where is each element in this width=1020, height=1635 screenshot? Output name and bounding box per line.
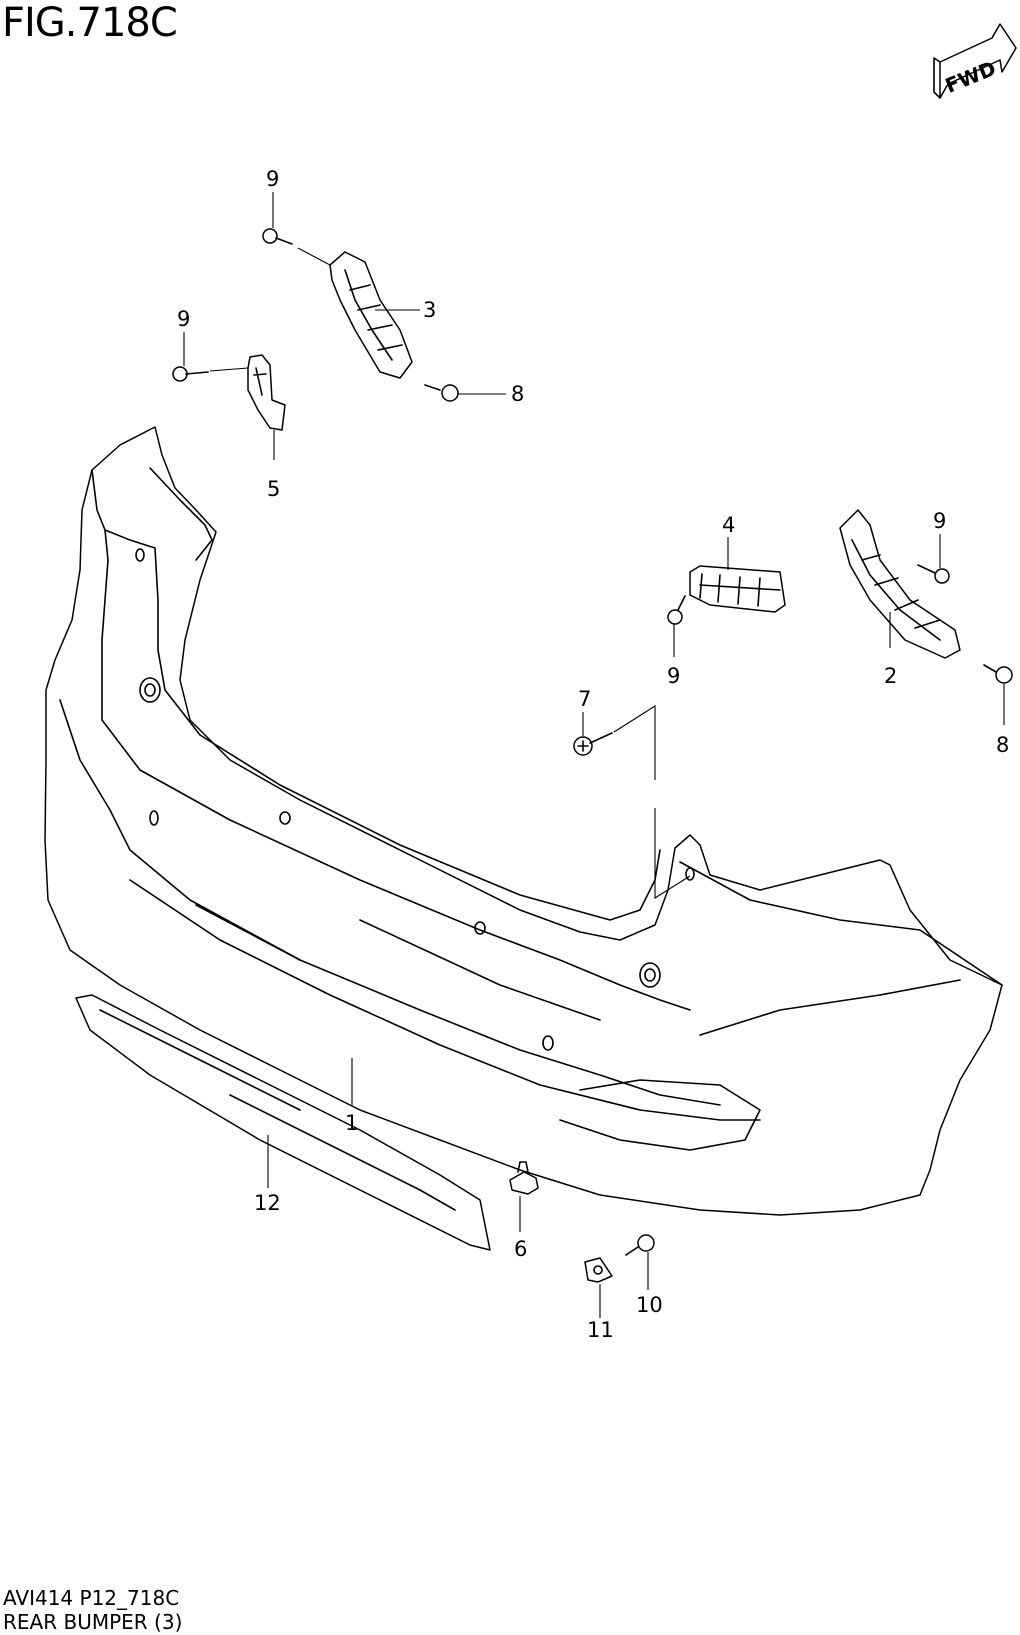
callout-label: 8 [996,733,1009,757]
callout-label: 9 [266,167,279,191]
right-side-bracket [839,509,961,659]
callout-label: 9 [933,509,946,533]
callout-label: 11 [587,1318,614,1342]
bumper-cover [44,426,1003,1216]
callout-label: 8 [511,382,524,406]
push-clip-6 [509,1161,539,1195]
fwd-arrow-icon: FWD [933,23,1017,99]
left-side-bracket [329,251,413,379]
leader-lines [183,192,1005,1318]
callout-label: 12 [254,1191,281,1215]
callout-label: 4 [722,513,735,537]
callout-label: 5 [267,477,280,501]
screw-10 [625,1234,655,1256]
figure-code: AVI414 P12_718C [3,1586,180,1610]
screw-9a [262,228,293,245]
lower-molding [75,994,491,1251]
callout-label: 10 [636,1293,663,1317]
clip-nut-11 [584,1257,613,1283]
screw-9c [667,595,686,625]
screw-9d [917,564,950,584]
center-bracket [689,565,786,613]
figure-name: REAR BUMPER (3) [3,1610,183,1634]
callout-label: 2 [884,664,897,688]
callout-label: 9 [667,664,680,688]
bolt-7 [573,732,613,756]
callout-label: 1 [345,1111,358,1135]
callout-label: 7 [578,687,591,711]
screw-9b [172,366,209,382]
callout-label: 3 [423,298,436,322]
callout-label: 6 [514,1237,527,1261]
small-bracket [247,354,286,431]
callout-label: 9 [177,307,190,331]
screw-8a [424,384,459,402]
screw-8b [983,664,1013,684]
figure-title: FIG.718C [2,0,178,46]
